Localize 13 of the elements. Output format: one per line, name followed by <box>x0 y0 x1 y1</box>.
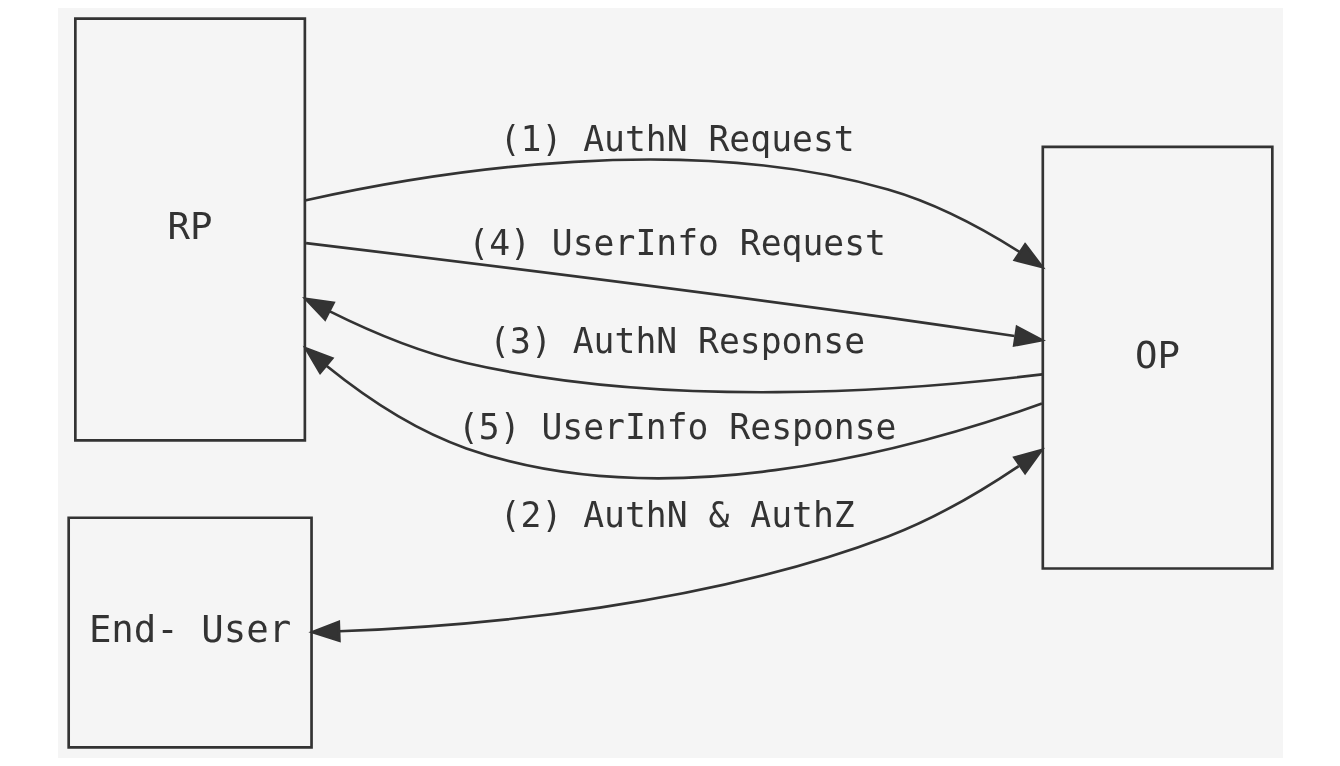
edge-label: (3) AuthN Response <box>488 321 865 362</box>
node-box: OP <box>1040 145 1274 570</box>
node-box: End- User <box>66 516 313 749</box>
edge-label: (5) UserInfo Response <box>457 406 896 447</box>
node-box: RP <box>73 17 306 442</box>
arrow <box>301 297 1042 394</box>
edge-label: (1) AuthN Request <box>499 118 855 159</box>
edge-label: (4) UserInfo Request <box>467 222 886 263</box>
arrow <box>305 241 1046 348</box>
arrow <box>307 447 1045 643</box>
edge-label: (2) AuthN & AuthZ <box>499 494 855 535</box>
arrow <box>302 345 1042 480</box>
arrow <box>304 158 1046 270</box>
